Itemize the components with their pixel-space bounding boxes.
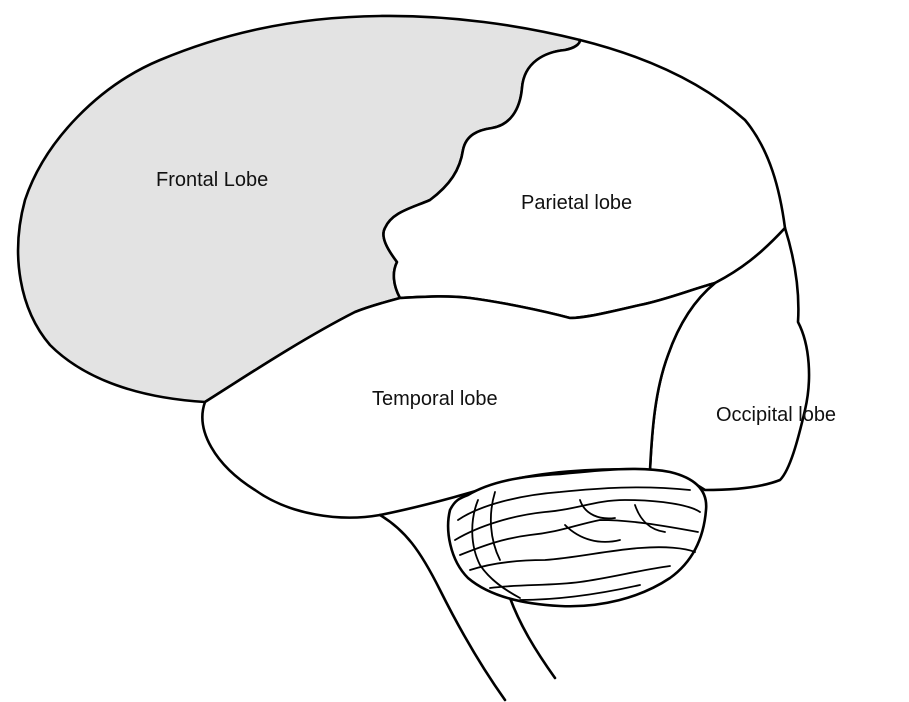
temporal-lobe-label: Temporal lobe <box>372 388 498 410</box>
brain-stem-outline-inner <box>510 598 555 678</box>
frontal-lobe-label: Frontal Lobe <box>156 169 268 191</box>
occipital-lobe-label: Occipital lobe <box>716 404 836 426</box>
parietal-lobe-label: Parietal lobe <box>521 192 632 214</box>
